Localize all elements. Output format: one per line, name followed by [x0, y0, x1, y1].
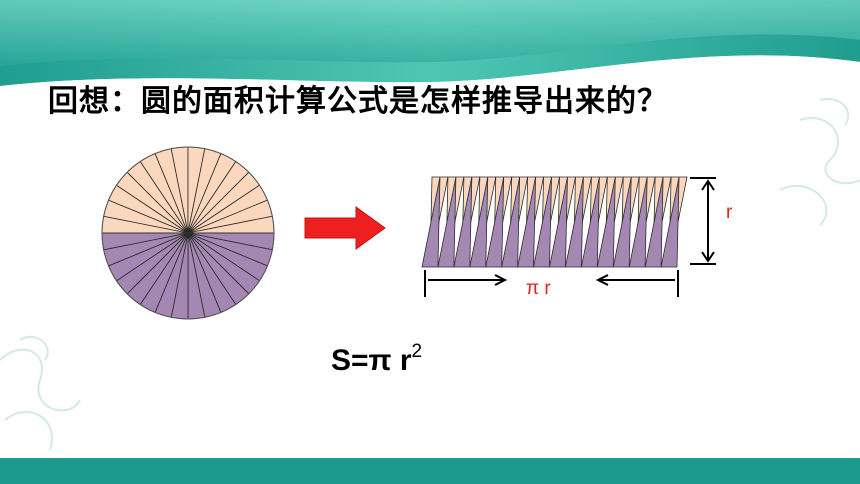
formula-exponent: 2: [411, 341, 423, 362]
strip-sector-bottom: [644, 176, 664, 268]
circle-figure: [101, 146, 275, 320]
height-dimension: [690, 177, 716, 265]
strip-sector-bottom: [612, 176, 632, 268]
height-label: r: [726, 202, 733, 223]
strip-sector-bottom: [469, 176, 489, 268]
strip-sector-bottom: [517, 176, 536, 268]
strip-sector-bottom: [485, 176, 505, 268]
area-formula: S=π r2: [331, 341, 423, 378]
bottom-bar: [0, 458, 860, 484]
transform-arrow: [304, 206, 386, 250]
base-dimension: [424, 270, 679, 297]
rearranged-strip: [421, 176, 688, 268]
decorative-swirl-right: [779, 98, 860, 226]
base-label: π r: [526, 278, 551, 299]
strip-sector-bottom: [564, 176, 584, 268]
strip-sector-bottom: [501, 176, 521, 268]
header-band: [0, 0, 860, 98]
strip-sector-bottom: [596, 176, 616, 268]
strip-sector-bottom: [453, 176, 473, 268]
strip-sector-bottom: [660, 176, 680, 268]
formula-base: S=π r: [331, 344, 412, 377]
page-title: 回想：圆的面积计算公式是怎样推导出来的？: [48, 84, 668, 119]
decorative-swirl-left: [0, 335, 81, 451]
strip-sector-bottom: [533, 176, 552, 268]
strip-sector-bottom: [421, 176, 441, 268]
strip-sector-bottom: [628, 176, 648, 268]
strip-sector-bottom: [437, 176, 457, 268]
strip-sector-bottom: [549, 176, 568, 268]
strip-sector-bottom: [580, 176, 600, 268]
